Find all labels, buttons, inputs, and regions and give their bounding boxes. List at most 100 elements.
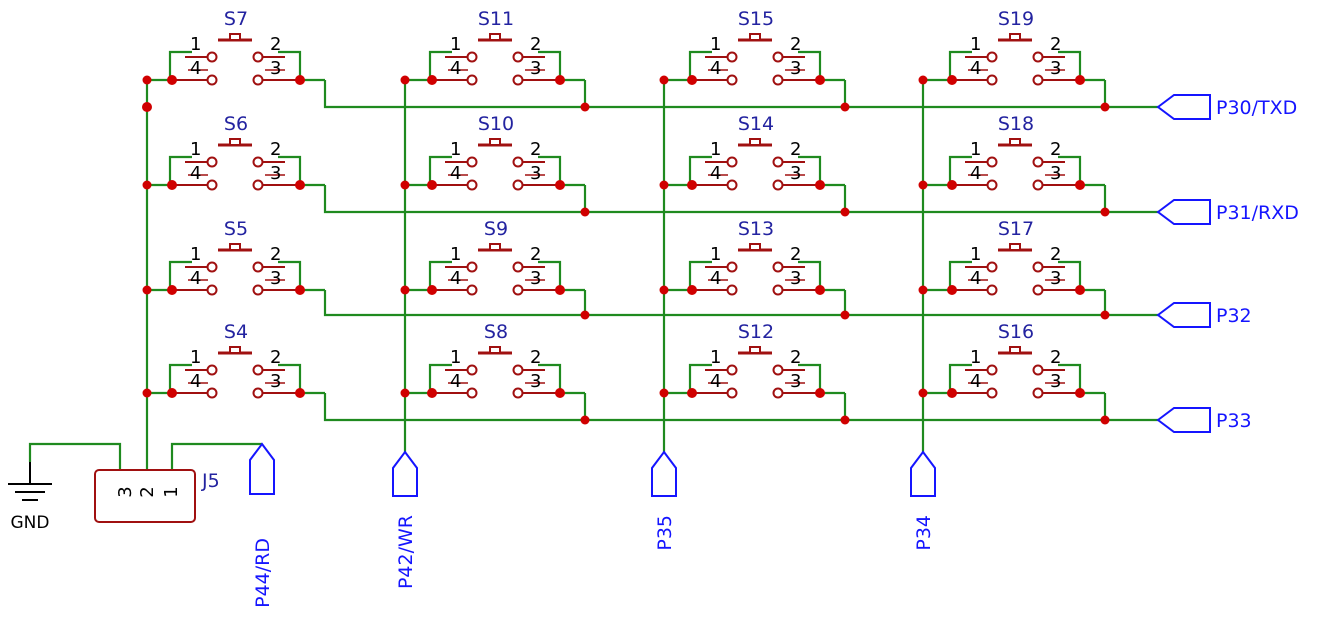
pad-2	[772, 156, 784, 168]
pin-number: 3	[530, 268, 541, 289]
pad-4	[726, 74, 738, 86]
pin-number: 1	[970, 34, 981, 55]
row-junction	[840, 310, 850, 320]
pin-number: 3	[530, 163, 541, 184]
wires	[28, 50, 1158, 470]
pin-number: 1	[970, 139, 981, 160]
pin-number: 4	[710, 371, 721, 392]
pin-link	[428, 155, 452, 185]
row-junction	[580, 207, 590, 217]
switch-ref: S19	[998, 8, 1034, 30]
pin-number: 1	[190, 34, 201, 55]
pad3-junction	[295, 180, 305, 190]
actuator-knob	[229, 33, 241, 41]
pin-link	[688, 155, 712, 185]
port-label: P30/TXD	[1216, 97, 1297, 119]
pad-2	[252, 261, 264, 273]
row-junction	[840, 207, 850, 217]
pad-2	[1032, 364, 1044, 376]
port-label: P33	[1216, 410, 1252, 432]
pad-2	[512, 51, 524, 63]
pad-2	[772, 261, 784, 273]
pin-number: 4	[970, 371, 981, 392]
switch-ref: S4	[224, 321, 248, 343]
pad-1	[466, 261, 478, 273]
pad4-junction	[947, 180, 957, 190]
port-shape	[651, 450, 677, 497]
pin-number: 3	[270, 371, 281, 392]
pin-number: 2	[790, 244, 801, 265]
port-shape	[1156, 199, 1211, 225]
pad-2	[252, 51, 264, 63]
column-junction	[400, 75, 410, 85]
pad-4	[466, 74, 478, 86]
pad-4	[206, 179, 218, 191]
pin-number: 3	[1050, 371, 1061, 392]
row-junction	[1100, 102, 1110, 112]
connector-pin3-to-gnd	[28, 442, 122, 470]
pad-3	[252, 179, 264, 191]
pad4-junction	[687, 285, 697, 295]
pad-1	[726, 261, 738, 273]
row-net-2	[323, 185, 1158, 214]
actuator-knob	[749, 346, 761, 354]
pad-1	[466, 364, 478, 376]
pad4-junction	[427, 388, 437, 398]
pin-number: 3	[270, 163, 281, 184]
switch-ref: S16	[998, 321, 1034, 343]
pin-number: 2	[1050, 139, 1061, 160]
column-junction	[918, 285, 928, 295]
column-junction	[918, 388, 928, 398]
row-junction	[840, 415, 850, 425]
actuator-knob	[489, 33, 501, 41]
pin-number: 3	[270, 268, 281, 289]
pin-link	[278, 260, 302, 290]
pad3-junction	[295, 388, 305, 398]
pin-number: 4	[190, 268, 201, 289]
actuator-knob	[749, 138, 761, 146]
pin-number: 4	[190, 58, 201, 79]
pin-number: 3	[1050, 268, 1061, 289]
pad-4	[206, 284, 218, 296]
pin-number: 1	[190, 347, 201, 368]
pin-number: 2	[270, 244, 281, 265]
pin-number: 4	[710, 163, 721, 184]
pad4-junction	[947, 388, 957, 398]
pin-number: 4	[190, 163, 201, 184]
pin-number: 3	[790, 268, 801, 289]
pad-3	[512, 179, 524, 191]
actuator-knob	[1009, 243, 1021, 251]
pad-3	[1032, 179, 1044, 191]
pin-number: 2	[790, 139, 801, 160]
pad4-junction	[427, 285, 437, 295]
port-p34: P34	[910, 450, 936, 551]
pin-link	[428, 363, 452, 393]
pin-link	[798, 260, 822, 290]
port-label: P42/WR	[395, 515, 417, 589]
pad3-junction	[1075, 285, 1085, 295]
pin-number: 4	[970, 58, 981, 79]
pad3-junction	[815, 180, 825, 190]
pad-1	[206, 156, 218, 168]
junctions	[142, 75, 1110, 425]
actuator-knob	[489, 138, 501, 146]
pad-4	[986, 179, 998, 191]
switch-ref: S9	[484, 218, 508, 240]
pin-number: 1	[450, 244, 461, 265]
pad-2	[512, 261, 524, 273]
pin-link	[538, 50, 562, 80]
pin-link	[1058, 50, 1082, 80]
pin-link	[948, 155, 972, 185]
pad-1	[206, 51, 218, 63]
pad-1	[466, 51, 478, 63]
pin-link	[538, 363, 562, 393]
pin-link	[168, 155, 192, 185]
port-label: P34	[913, 515, 935, 551]
pad4-junction	[167, 180, 177, 190]
pad4-junction	[167, 285, 177, 295]
pin-number: 2	[270, 34, 281, 55]
